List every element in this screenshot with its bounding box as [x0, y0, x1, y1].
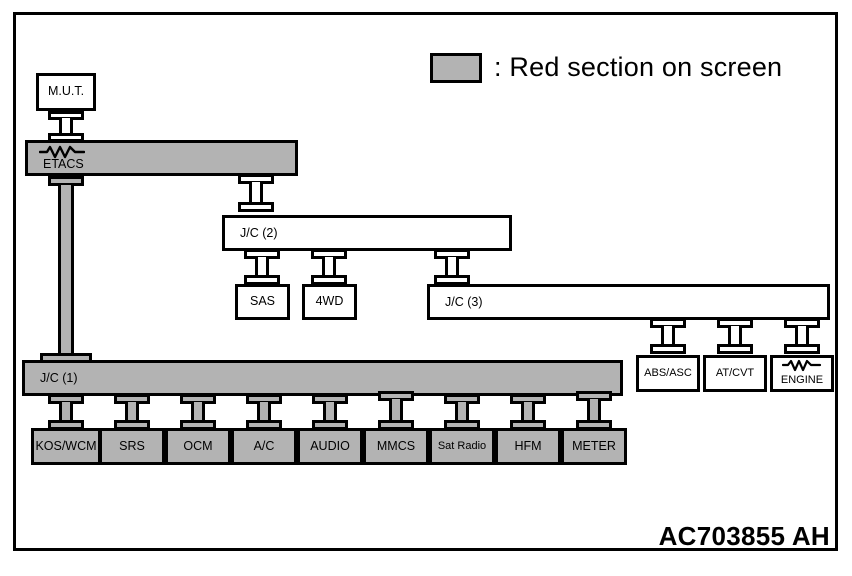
node-ocm[interactable]: OCM [165, 428, 231, 465]
legend-swatch-highlight [430, 52, 482, 83]
node-ac-label: A/C [253, 438, 275, 453]
node-meter-label: METER [572, 438, 616, 453]
node-audio[interactable]: AUDIO [297, 428, 363, 465]
node-engine[interactable]: ENGINE [770, 355, 834, 392]
node-hfm-label: HFM [514, 438, 542, 453]
node-audio-label: AUDIO [310, 438, 350, 453]
node-srs-label: SRS [119, 438, 145, 453]
node-at-cvt-label: AT/CVT [715, 366, 755, 379]
node-kos-wcm-label: KOS/WCM [35, 438, 97, 453]
node-jc2-label: J/C (2) [240, 226, 278, 240]
connector-jc3-atcvt [717, 318, 753, 360]
node-jc1[interactable]: J/C (1) [22, 360, 623, 396]
connector-jc1-mmcs [378, 391, 414, 436]
diagram-border [13, 12, 838, 551]
node-ac[interactable]: A/C [231, 428, 297, 465]
connector-jc1-audio [312, 394, 348, 436]
node-jc3[interactable]: J/C (3) [427, 284, 830, 320]
node-sas-label: SAS [249, 294, 275, 309]
connector-jc2-sas [244, 249, 280, 291]
legend: : Red section on screen [430, 52, 782, 83]
connector-jc1-sat-radio [444, 394, 480, 436]
node-jc2[interactable]: J/C (2) [222, 215, 512, 251]
node-mut[interactable]: M.U.T. [36, 73, 96, 111]
node-etacs-label: ETACS [43, 157, 84, 171]
node-meter[interactable]: METER [561, 428, 627, 465]
connector-jc1-hfm [510, 394, 546, 436]
node-etacs[interactable]: ETACS [25, 140, 298, 176]
legend-label: : Red section on screen [494, 52, 783, 82]
part-number: AC703855 AH [658, 521, 830, 551]
node-jc3-label: J/C (3) [445, 295, 483, 309]
node-sat-radio-label: Sat Radio [437, 439, 487, 452]
node-srs[interactable]: SRS [99, 428, 165, 465]
node-mmcs[interactable]: MMCS [363, 428, 429, 465]
node-abs-asc-label: ABS/ASC [644, 366, 692, 379]
node-ocm-label: OCM [183, 438, 213, 453]
node-kos-wcm[interactable]: KOS/WCM [31, 428, 101, 465]
node-sas[interactable]: SAS [235, 284, 290, 320]
node-abs-asc[interactable]: ABS/ASC [636, 355, 700, 392]
node-4wd-label: 4WD [315, 294, 344, 309]
node-hfm[interactable]: HFM [495, 428, 561, 465]
connector-jc3-engine [784, 318, 820, 360]
connector-jc2-4wd [311, 249, 347, 291]
node-engine-label: ENGINE [780, 373, 824, 386]
node-mmcs-label: MMCS [376, 438, 416, 453]
connector-etacs-trunk [48, 176, 84, 188]
node-sat-radio[interactable]: Sat Radio [429, 428, 495, 465]
connector-jc2-jc3 [434, 249, 470, 291]
node-4wd[interactable]: 4WD [302, 284, 357, 320]
connector-mut-etacs [48, 111, 84, 142]
node-mut-label: M.U.T. [47, 84, 85, 99]
connector-etacs-jc2 [238, 174, 274, 218]
node-jc1-label: J/C (1) [40, 371, 78, 385]
node-at-cvt[interactable]: AT/CVT [703, 355, 767, 392]
bus-trunk-etacs-jc1 [58, 185, 74, 360]
connector-jc3-abs [650, 318, 686, 360]
